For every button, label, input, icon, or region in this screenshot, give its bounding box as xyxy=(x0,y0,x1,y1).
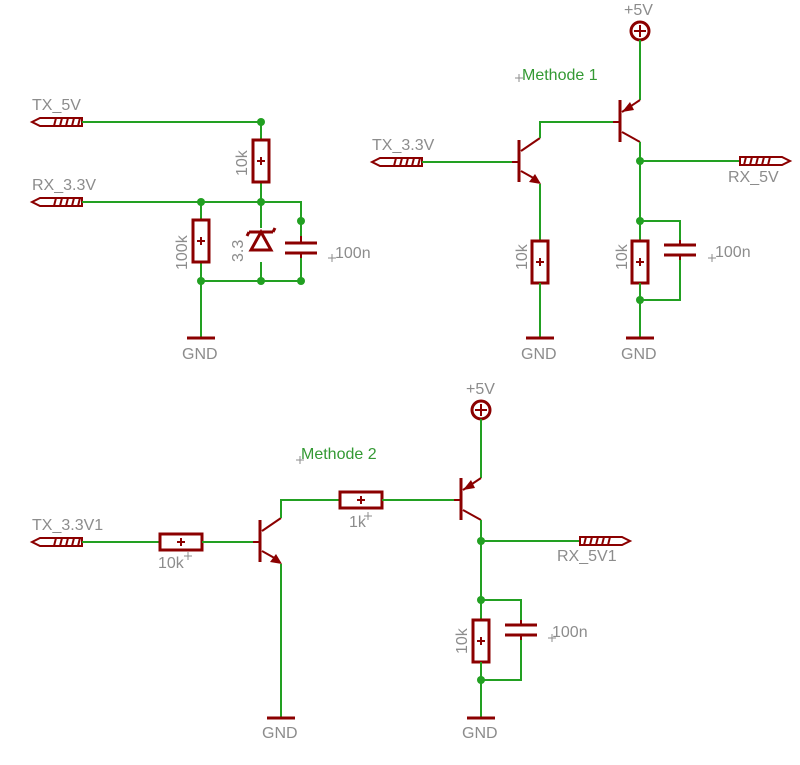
connector-rx-5v xyxy=(739,156,793,166)
origin-mark xyxy=(548,634,556,642)
junction-dot xyxy=(477,596,485,604)
label-gnd: GND xyxy=(262,725,298,742)
wire xyxy=(200,258,302,282)
connector-tx-3v3 xyxy=(369,157,423,167)
label-resistor-10k: 10k xyxy=(158,555,185,572)
npn-transistor xyxy=(253,517,282,564)
label-capacitor-100n: 100n xyxy=(552,624,588,641)
label-rx-5v: RX_5V xyxy=(728,169,779,186)
label-resistor-10k: 10k xyxy=(234,149,251,176)
origin-mark xyxy=(296,456,304,464)
junction-dot xyxy=(477,537,485,545)
resistor-10k xyxy=(630,239,650,285)
capacitor-100n xyxy=(505,620,537,640)
junction-dot xyxy=(197,198,205,206)
junction-dot xyxy=(257,277,265,285)
label-plus-5v: +5V xyxy=(466,381,495,398)
connector-rx-3v3 xyxy=(29,197,83,207)
title-methode-2: Methode 2 xyxy=(301,446,377,463)
wire xyxy=(82,121,262,140)
junction-dot xyxy=(257,118,265,126)
junction-dot xyxy=(636,217,644,225)
wire xyxy=(481,640,522,681)
label-gnd: GND xyxy=(521,346,557,363)
pnp-transistor xyxy=(613,99,641,143)
section-methode-2: Methode 2 +5V TX_3.3V1 10k xyxy=(29,381,633,742)
capacitor-100n xyxy=(285,236,317,258)
resistor-10k xyxy=(251,138,271,184)
origin-mark xyxy=(184,552,192,560)
origin-mark xyxy=(515,74,523,82)
junction-dot xyxy=(297,217,305,225)
resistor-10k xyxy=(471,618,491,664)
wire xyxy=(640,220,681,240)
connector-tx-3v3-1 xyxy=(29,537,83,547)
label-gnd: GND xyxy=(462,725,498,742)
connector-tx-5v xyxy=(29,117,83,127)
label-gnd: GND xyxy=(182,346,218,363)
label-gnd: GND xyxy=(621,346,657,363)
supply-plus-5v-symbol xyxy=(470,399,492,421)
wire xyxy=(280,499,340,518)
wire xyxy=(640,260,681,301)
label-resistor-1k: 1k xyxy=(349,514,367,531)
label-resistor-10k: 10k xyxy=(514,243,531,270)
junction-dot xyxy=(636,296,644,304)
label-resistor-100k: 100k xyxy=(174,234,191,270)
label-rx-3v3: RX_3.3V xyxy=(32,177,96,194)
label-tx-5v: TX_5V xyxy=(32,97,81,114)
label-resistor-10k: 10k xyxy=(614,243,631,270)
origin-mark xyxy=(708,254,716,262)
junction-dot xyxy=(636,157,644,165)
npn-transistor xyxy=(512,137,541,184)
junction-dot xyxy=(297,277,305,285)
pnp-transistor xyxy=(454,477,482,521)
supply-plus-5v-symbol xyxy=(629,20,651,42)
resistor-10k xyxy=(530,239,550,285)
section-methode-1: Methode 1 +5V TX_3.3V xyxy=(369,2,793,363)
label-resistor-10k: 10k xyxy=(454,627,471,654)
origin-mark xyxy=(364,512,372,520)
resistor-10k xyxy=(158,532,204,552)
label-tx-3v3: TX_3.3V xyxy=(372,137,435,154)
label-rx-5v-1: RX_5V1 xyxy=(557,548,617,565)
junction-dot xyxy=(257,198,265,206)
label-tx-3v3-1: TX_3.3V1 xyxy=(32,517,103,534)
origin-mark xyxy=(328,254,336,262)
zener-diode xyxy=(245,227,277,252)
wire xyxy=(539,121,613,138)
wire xyxy=(481,599,522,620)
resistor-1k xyxy=(338,490,384,510)
label-plus-5v: +5V xyxy=(624,2,653,19)
label-capacitor-100n: 100n xyxy=(715,244,751,261)
capacitor-100n xyxy=(664,240,696,260)
section-divider-circuit: TX_5V RX_3.3V 10k 100k xyxy=(29,97,371,363)
label-capacitor-100n: 100n xyxy=(335,245,371,262)
resistor-100k xyxy=(191,218,211,264)
junction-dot xyxy=(477,676,485,684)
label-zener-3v3: 3.3 xyxy=(230,240,247,262)
title-methode-1: Methode 1 xyxy=(522,67,598,84)
connector-rx-5v-1 xyxy=(579,536,633,546)
